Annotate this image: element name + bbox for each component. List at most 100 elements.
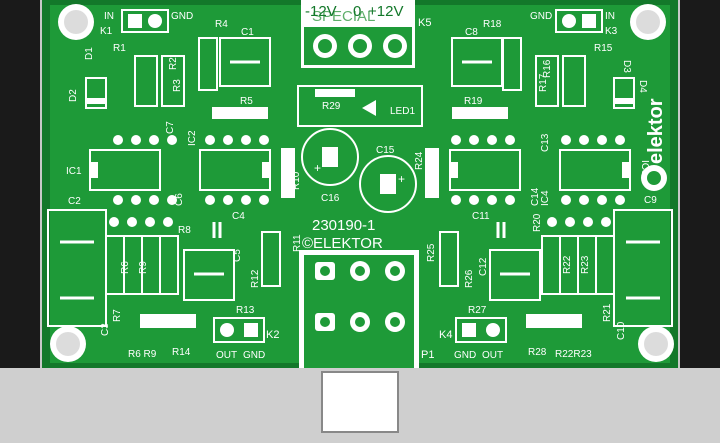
r9-label: R9 — [138, 261, 149, 274]
c16-electrolytic-capacitor — [301, 128, 359, 186]
r6-label: R6 — [120, 261, 131, 274]
k5-pin-minus12v: -12V — [305, 3, 337, 20]
r15-label: R15 — [594, 43, 613, 54]
mounting-hole-icon — [58, 4, 94, 40]
r10-label: R10 — [291, 171, 302, 190]
capacitor-c8 — [451, 37, 503, 87]
r13-label: R13 — [236, 305, 255, 316]
r22-r23-label: R22R23 — [555, 349, 592, 360]
mounting-hole-icon — [630, 4, 666, 40]
resistor-r14 — [140, 314, 196, 328]
r18-label: R18 — [483, 19, 502, 30]
mounting-hole-icon — [638, 326, 674, 362]
k5-label: K5 — [418, 17, 431, 29]
r14-label: R14 — [172, 347, 191, 358]
k3-gnd-label: GND — [530, 11, 552, 22]
r19-label: R19 — [464, 96, 483, 107]
d1-label: D1 — [84, 47, 95, 60]
d4-label: D4 — [637, 80, 648, 93]
k2-gnd-label: GND — [243, 350, 265, 361]
k5-hidden-text: SPECIAL — [312, 8, 375, 25]
ic2-label: IC2 — [187, 130, 198, 146]
resistor-r11 — [261, 231, 281, 287]
k3-label: K3 — [605, 26, 618, 37]
elektor-logo — [641, 165, 667, 191]
r2-label: R2 — [168, 57, 179, 70]
led1-label: LED1 — [390, 106, 415, 117]
resistor-r17 — [535, 55, 559, 107]
c16-label: C16 — [321, 193, 340, 204]
mounting-hole-icon — [50, 326, 86, 362]
c1-label: C1 — [241, 27, 254, 38]
r22-label: R22 — [562, 255, 573, 274]
led1-outline — [297, 85, 423, 127]
resistor-r28 — [526, 314, 582, 328]
k1-connector — [121, 9, 169, 33]
r4-label: R4 — [215, 19, 228, 30]
r20-label: R20 — [532, 213, 543, 232]
r28-label: R28 — [528, 347, 547, 358]
c15-label: C15 — [376, 145, 395, 156]
r17-label: R17 — [538, 73, 549, 92]
k3-connector — [555, 9, 603, 33]
c13-label: C13 — [540, 133, 551, 152]
r23-label: R23 — [580, 255, 591, 274]
ic3-label: IC3 — [639, 160, 650, 176]
r21-label: R21 — [602, 303, 613, 322]
left-side-mount — [0, 0, 40, 368]
p1-label: P1 — [421, 349, 434, 361]
c15-electrolytic-capacitor — [359, 155, 417, 213]
c4-label: C4 — [232, 211, 245, 222]
resistor-r10 — [281, 148, 295, 198]
resistor-r16 — [562, 55, 586, 107]
r8-label: R8 — [178, 225, 191, 236]
ic4-outline — [449, 149, 521, 191]
c9-label: C9 — [644, 195, 657, 206]
right-side-mount — [680, 0, 720, 368]
c14-label: C14 — [530, 187, 541, 206]
c5-label: C5 — [232, 249, 243, 262]
k4-gnd-label: GND — [454, 350, 476, 361]
d2-label: D2 — [68, 89, 79, 102]
resistor-r4 — [198, 37, 218, 91]
k4-out-label: OUT — [482, 350, 503, 361]
capacitor-c4 — [212, 222, 222, 238]
resistor-bank-right — [541, 235, 615, 295]
c6-label: C6 — [174, 193, 185, 206]
r1-label: R1 — [113, 43, 126, 54]
p1-potentiometer — [299, 250, 419, 368]
k1-gnd-label: GND — [171, 11, 193, 22]
k2-connector — [213, 317, 265, 343]
c11-label: C11 — [472, 211, 490, 222]
r27-label: R27 — [468, 305, 487, 316]
resistor-r1 — [134, 55, 158, 107]
r3-label: R3 — [172, 79, 183, 92]
resistor-r2 — [161, 55, 185, 107]
k5-connector: SPECIAL — [301, 0, 415, 68]
resistor-r19 — [452, 107, 508, 119]
board-copyright: ©ELEKTOR — [302, 235, 383, 252]
k5-pin-ground: 0 — [353, 3, 361, 20]
r29-label: R29 — [322, 101, 341, 112]
ic4-label: IC4 — [540, 190, 551, 206]
board-number: 230190-1 — [312, 217, 375, 234]
diode-d2 — [85, 77, 107, 109]
resistor-r25 — [439, 231, 459, 287]
capacitor-c2 — [47, 209, 107, 327]
r12-label: R12 — [250, 269, 261, 288]
d3-label: D3 — [621, 60, 632, 73]
r25-label: R25 — [426, 243, 437, 262]
component-labels: R1 D1 D2 R2 R3 R4 C1 R5 C7 C6 R10 C2 C4 … — [68, 19, 657, 360]
ic2-outline — [199, 149, 271, 191]
ic1-label: IC1 — [66, 166, 82, 177]
capacitor-c1 — [219, 37, 271, 87]
c16-plus-sign: + — [314, 161, 321, 175]
resistor-r24 — [425, 148, 439, 198]
ic1-outline — [89, 149, 161, 191]
k4-connector — [455, 317, 507, 343]
c10-label: C10 — [616, 321, 627, 340]
c15-plus-sign: + — [398, 172, 405, 186]
diode-d4 — [613, 77, 635, 109]
